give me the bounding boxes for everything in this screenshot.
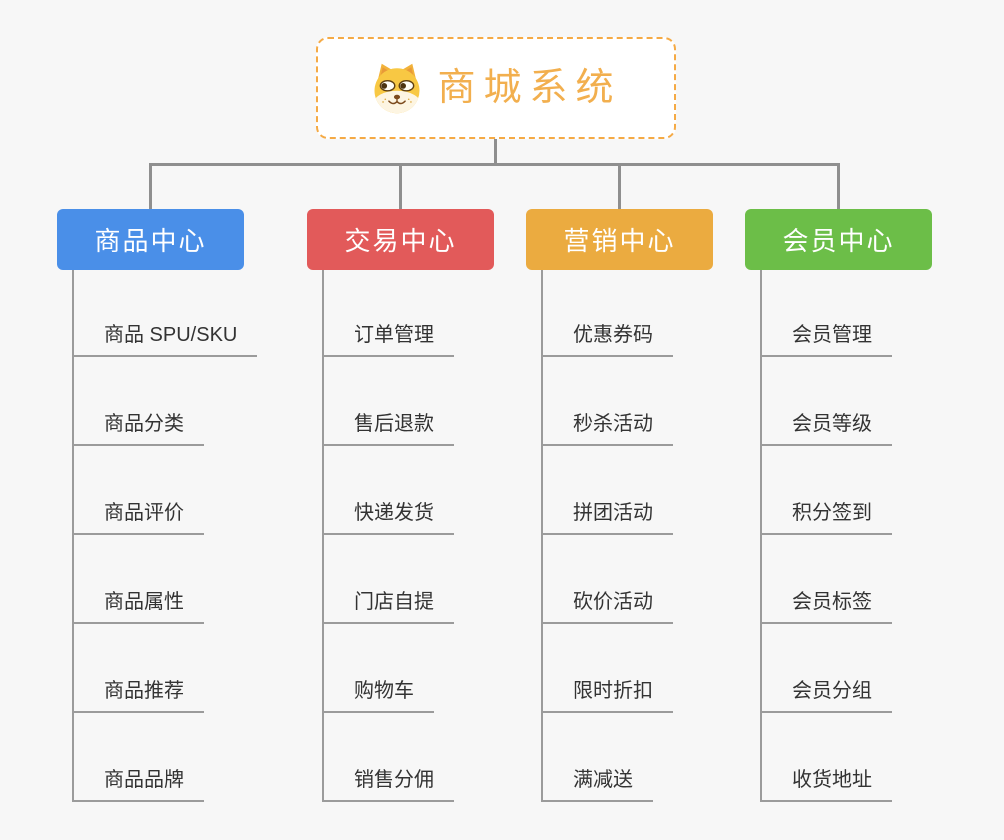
connector-spine-branch3 <box>541 270 543 802</box>
branch-node-trade-center[interactable]: 交易中心 <box>307 209 494 270</box>
connector-drop-branch4 <box>837 163 840 210</box>
leaf-node[interactable]: 限时折扣 <box>541 677 673 713</box>
branch-node-member-center[interactable]: 会员中心 <box>745 209 932 270</box>
branch-node-marketing-center[interactable]: 营销中心 <box>526 209 713 270</box>
root-node[interactable]: 商城系统 <box>316 37 676 139</box>
leaf-node[interactable]: 砍价活动 <box>541 588 673 624</box>
leaf-node[interactable]: 商品 SPU/SKU <box>72 321 258 357</box>
leaf-node[interactable]: 订单管理 <box>322 321 454 357</box>
connector-spine-branch2 <box>322 270 324 802</box>
leaf-node[interactable]: 售后退款 <box>322 410 454 446</box>
leaf-node[interactable]: 会员等级 <box>760 410 892 446</box>
leaf-node[interactable]: 拼团活动 <box>541 499 673 535</box>
connector-drop-branch2 <box>399 163 402 210</box>
leaf-node[interactable]: 会员管理 <box>760 321 892 357</box>
leaf-node[interactable]: 门店自提 <box>322 588 454 624</box>
leaf-node[interactable]: 快递发货 <box>322 499 454 535</box>
leaf-node[interactable]: 商品属性 <box>72 588 204 624</box>
leaf-node[interactable]: 满减送 <box>541 766 653 802</box>
leaf-node[interactable]: 会员标签 <box>760 588 892 624</box>
leaf-node[interactable]: 秒杀活动 <box>541 410 673 446</box>
doge-face-icon <box>370 61 424 115</box>
leaf-node[interactable]: 优惠券码 <box>541 321 673 357</box>
connector-drop-branch3 <box>618 163 621 210</box>
connector-drop-branch1 <box>149 163 152 210</box>
leaf-node[interactable]: 商品推荐 <box>72 677 204 713</box>
branch-node-goods-center[interactable]: 商品中心 <box>57 209 244 270</box>
connector-spine-branch4 <box>760 270 762 802</box>
leaf-node[interactable]: 销售分佣 <box>322 766 454 802</box>
leaf-node[interactable]: 会员分组 <box>760 677 892 713</box>
root-title: 商城系统 <box>437 67 622 109</box>
leaf-node[interactable]: 收货地址 <box>760 766 892 802</box>
leaf-node[interactable]: 商品品牌 <box>72 766 204 802</box>
leaf-node[interactable]: 商品评价 <box>72 499 204 535</box>
connector-root-stub <box>494 139 497 165</box>
leaf-node[interactable]: 商品分类 <box>72 410 204 446</box>
connector-horizontal-trunk <box>149 163 840 166</box>
connector-spine-branch1 <box>72 270 74 802</box>
leaf-node[interactable]: 积分签到 <box>760 499 892 535</box>
leaf-node[interactable]: 购物车 <box>322 677 434 713</box>
